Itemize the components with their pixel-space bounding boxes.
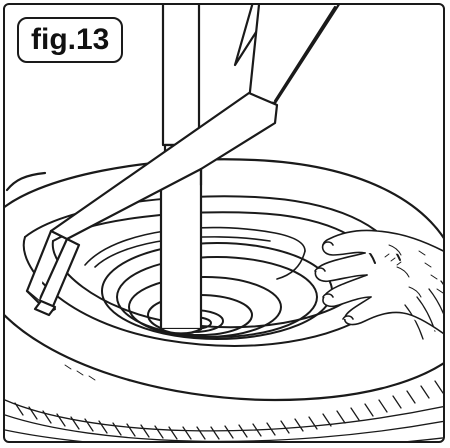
tyre-tread (5, 280, 443, 441)
mounting-arm (25, 5, 340, 317)
tyre-changer-illustration (5, 5, 443, 441)
figure-frame: fig.13 (3, 3, 445, 443)
figure-label: fig.13 (17, 17, 124, 63)
shading-accents (64, 253, 402, 381)
tyre-outer-sidewall (5, 158, 443, 402)
operator-hand (314, 229, 443, 335)
wheel-rim (101, 242, 333, 340)
